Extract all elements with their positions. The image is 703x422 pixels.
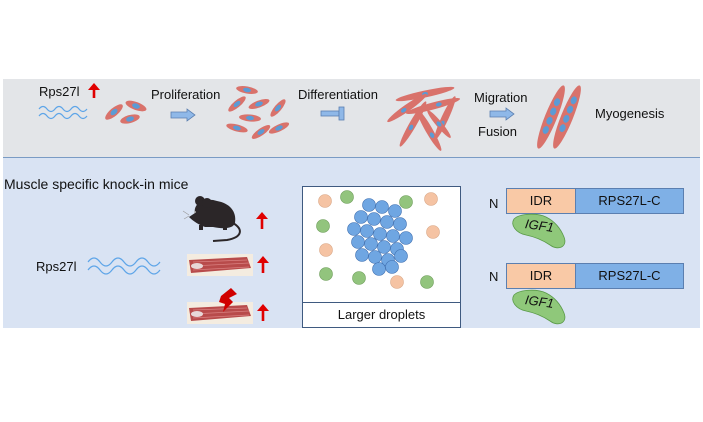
mouse-icon (182, 196, 241, 242)
n-terminus-label: N (489, 269, 499, 284)
igf1-blob-icon (512, 213, 566, 249)
step-label-fusion: Fusion (478, 124, 518, 139)
step-label-differentiation: Differentiation (298, 87, 378, 102)
muscle-tissue-icon (187, 254, 253, 276)
myoblast-cells-icon (105, 100, 147, 124)
outcome-label: Myogenesis (595, 106, 665, 121)
step-label-proliferation: Proliferation (151, 87, 221, 102)
step-label-migration: Migration (474, 90, 528, 105)
myotube-icon (537, 85, 581, 149)
c-terminal-domain: RPS27L-C (576, 264, 683, 288)
mrna-wave-icon (87, 257, 161, 275)
protein-domain-bar: IDR RPS27L-C (506, 188, 684, 214)
inhibition-arrow-icon (320, 106, 345, 121)
block-arrow-icon (170, 108, 196, 122)
idr-domain: IDR (507, 264, 576, 288)
gene-label-bottom: Rps27l (36, 259, 77, 274)
up-arrow-icon (257, 304, 269, 321)
pathway-panel (3, 79, 700, 158)
up-arrow-icon (88, 83, 100, 98)
idr-domain: IDR (507, 189, 576, 213)
igf1-blob-icon (512, 289, 566, 325)
gene-label-top: Rps27l (39, 84, 80, 99)
up-arrow-icon (256, 212, 268, 229)
droplet-panel: Larger droplets (302, 186, 461, 328)
myocyte-cells-icon (387, 86, 461, 151)
block-arrow-icon (489, 107, 515, 121)
droplet-cluster-icon (316, 190, 440, 289)
c-terminal-domain: RPS27L-C (576, 189, 683, 213)
droplet-caption: Larger droplets (303, 302, 460, 327)
section-title: Muscle specific knock-in mice (4, 176, 189, 192)
proliferated-cells-icon (226, 86, 290, 139)
up-arrow-icon (257, 256, 269, 273)
n-terminus-label: N (489, 196, 499, 211)
protein-domain-bar: IDR RPS27L-C (506, 263, 684, 289)
mrna-wave-icon (38, 105, 88, 120)
injured-muscle-icon (187, 288, 253, 324)
